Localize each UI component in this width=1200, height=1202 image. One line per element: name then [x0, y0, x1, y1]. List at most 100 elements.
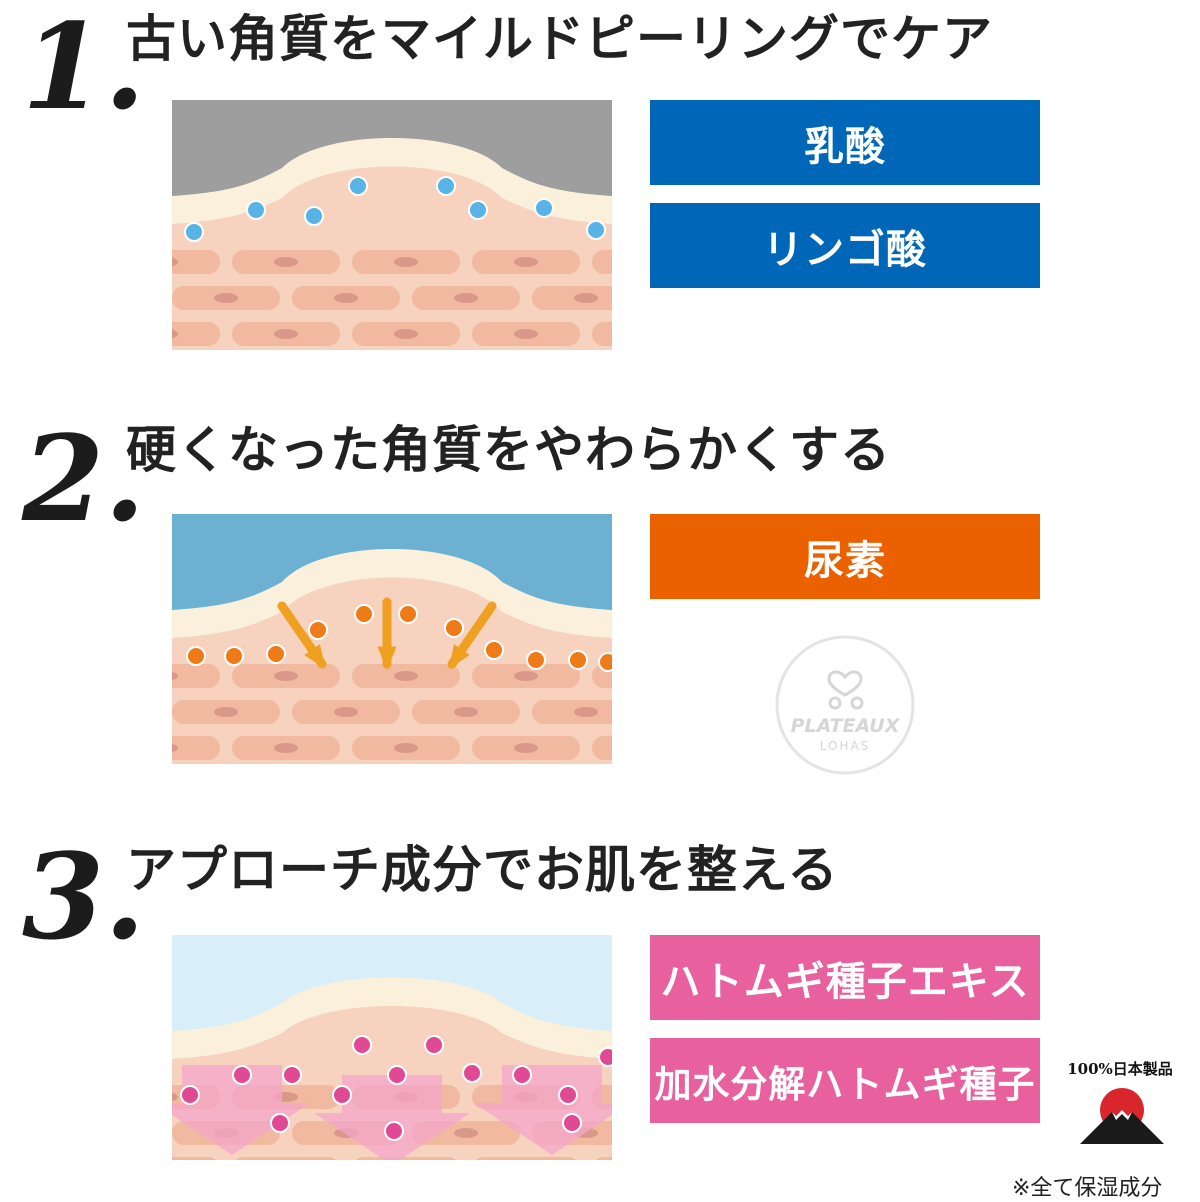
- ingredient-dot: [512, 1065, 532, 1085]
- step-1-title: 古い角質をマイルドピーリングでケア: [126, 9, 993, 68]
- cell-nucleus: [454, 1128, 478, 1138]
- cell-nucleus: [454, 707, 478, 717]
- skin-cell: [592, 736, 612, 760]
- ingredient-dot: [558, 1085, 578, 1105]
- skin-cell: [236, 1157, 336, 1160]
- footnote: ※全て保湿成分: [1012, 1176, 1163, 1201]
- skin-cell: [172, 250, 220, 274]
- ingredient-dot: [384, 1121, 404, 1141]
- ingredient-dot: [308, 620, 328, 640]
- cell-nucleus: [394, 329, 418, 339]
- cell-nucleus: [172, 329, 178, 339]
- ingredient-dot: [424, 1035, 444, 1055]
- skin-cell: [532, 286, 612, 310]
- skin-cell: [356, 1157, 456, 1160]
- ingredient-dot: [598, 652, 612, 672]
- watermark-brand: PLATEAUX: [790, 715, 900, 737]
- ingredient-dot: [266, 644, 286, 664]
- stratum-corneum: [172, 138, 612, 224]
- step-1-number: 1.: [22, 0, 146, 136]
- arrow-shape: [474, 1065, 612, 1155]
- ingredient-dot: [562, 1113, 582, 1133]
- ingredient-dot: [398, 604, 418, 624]
- cell-nucleus: [274, 257, 298, 267]
- cell-nucleus: [394, 257, 418, 267]
- cell-nucleus: [514, 257, 538, 267]
- step-2-title: 硬くなった角質をやわらかくする: [126, 420, 891, 479]
- cell-nucleus: [334, 707, 358, 717]
- ingredient-dot: [332, 1085, 352, 1105]
- skin-cell: [172, 322, 220, 346]
- cell-nucleus: [394, 671, 418, 681]
- ingredient-dot: [568, 650, 588, 670]
- cell-nucleus: [454, 293, 478, 303]
- watermark-sub: LOHAS: [819, 739, 871, 753]
- step-3-title: アプローチ成分でお肌を整える: [126, 840, 839, 899]
- ingredient-dot: [468, 200, 488, 220]
- ingredient-dot: [224, 646, 244, 666]
- cell-nucleus: [274, 743, 298, 753]
- cell-nucleus: [214, 293, 238, 303]
- cell-nucleus: [394, 743, 418, 753]
- skin-cell: [592, 322, 612, 346]
- ingredient-dot: [232, 1065, 252, 1085]
- ingredient-dot: [586, 220, 606, 240]
- stratum-corneum: [172, 549, 612, 638]
- cell-nucleus: [334, 293, 358, 303]
- cell-nucleus: [514, 671, 538, 681]
- cell-nucleus: [274, 671, 298, 681]
- ingredient-dot: [348, 176, 368, 196]
- cell-nucleus: [172, 1092, 178, 1102]
- arrow-head: [377, 646, 397, 670]
- stratum-corneum: [172, 977, 612, 1059]
- cell-nucleus: [514, 743, 538, 753]
- step-3-skin-illustration: [172, 935, 612, 1160]
- ingredient-dot: [352, 1035, 372, 1055]
- ingredient-dot: [462, 1063, 482, 1083]
- skin-cell: [172, 664, 220, 688]
- made-in-japan-badge: 100%日本製品: [1050, 1058, 1190, 1146]
- ingredient-label-coix-seed-extract: ハトムギ種子エキス: [650, 935, 1040, 1020]
- arrow-shape: [172, 1065, 310, 1155]
- ingredient-dot: [304, 206, 324, 226]
- ingredient-dot: [598, 1047, 612, 1067]
- ingredient-dot: [387, 1065, 407, 1085]
- ingredient-dot: [186, 646, 206, 666]
- ingredient-dot: [436, 176, 456, 196]
- mount-fuji-icon: [1080, 1088, 1164, 1144]
- skin-cell: [172, 1157, 216, 1160]
- skin-cell: [596, 1157, 612, 1160]
- badge-text: 100%日本製品: [1067, 1060, 1173, 1078]
- ingredient-dot: [526, 650, 546, 670]
- ingredient-dot: [282, 1065, 302, 1085]
- cell-nucleus: [172, 743, 178, 753]
- skin-cell: [592, 250, 612, 274]
- arrow-head: [448, 644, 470, 669]
- skin-cell: [172, 736, 220, 760]
- ingredient-label-hydrolyzed-coix-seed: 加水分解ハトムギ種子: [650, 1038, 1040, 1123]
- skin-cell: [532, 700, 612, 724]
- step-2-number: 2.: [22, 409, 146, 548]
- cell-nucleus: [514, 329, 538, 339]
- cell-nucleus: [214, 707, 238, 717]
- ingredient-dot: [184, 222, 204, 242]
- brand-watermark: PLATEAUX LOHAS: [773, 633, 917, 777]
- step-3-number: 3.: [22, 827, 146, 966]
- cell-nucleus: [172, 671, 178, 681]
- ingredient-dot: [484, 640, 504, 660]
- ingredient-dot: [180, 1085, 200, 1105]
- ingredient-dot: [246, 200, 266, 220]
- arrow-head: [304, 644, 326, 669]
- step-1-skin-illustration: [172, 100, 612, 350]
- cell-nucleus: [574, 293, 598, 303]
- ingredient-dot: [270, 1113, 290, 1133]
- ingredient-dot: [444, 618, 464, 638]
- arrow-shape: [314, 1075, 470, 1160]
- ingredient-label-lactic-acid: 乳酸: [650, 100, 1040, 185]
- ingredient-dot: [534, 198, 554, 218]
- cell-nucleus: [274, 329, 298, 339]
- ingredient-dot: [354, 604, 374, 624]
- ingredient-label-malic-acid: リンゴ酸: [650, 203, 1040, 288]
- skin-cell: [476, 1157, 576, 1160]
- cell-nucleus: [172, 257, 178, 267]
